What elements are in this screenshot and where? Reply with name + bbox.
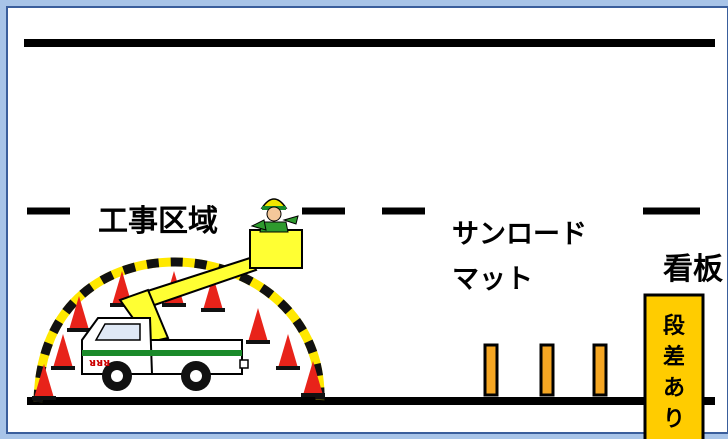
worker-icon — [250, 198, 299, 233]
road-mat-icon — [592, 343, 608, 397]
sign-char-2: 差 — [663, 344, 685, 370]
road-mat-icon — [539, 343, 555, 397]
work-zone-label: 工事区域 — [98, 204, 218, 239]
signboard-label: 看板 — [663, 252, 723, 287]
sign-char-3: あ — [663, 376, 685, 401]
traffic-cone-icon — [276, 334, 300, 370]
truck-stripe — [82, 350, 242, 356]
sunroad-mat-label-line1: サンロード — [452, 219, 587, 250]
bucket-truck-icon — [81, 229, 303, 391]
traffic-cone-icon — [201, 276, 225, 312]
work-zone-barrier — [33, 257, 325, 403]
traffic-cone-icon — [301, 361, 325, 397]
truck-label: ᴚᴚᴚ — [89, 356, 110, 369]
traffic-cone-icon — [246, 308, 270, 344]
sunroad-mat-label-line2: マット — [452, 264, 533, 295]
sign-char-4: り — [663, 407, 685, 432]
sign-char-1: 段 — [663, 313, 685, 339]
warning-sign-icon: 段 差 あ り — [643, 293, 705, 439]
traffic-cone-icon — [67, 296, 91, 332]
traffic-cone-icon — [51, 334, 75, 370]
road-mats — [483, 343, 608, 397]
traffic-cone-icon — [32, 364, 56, 400]
road-mat-icon — [483, 343, 499, 397]
aerial-bucket — [249, 229, 303, 269]
